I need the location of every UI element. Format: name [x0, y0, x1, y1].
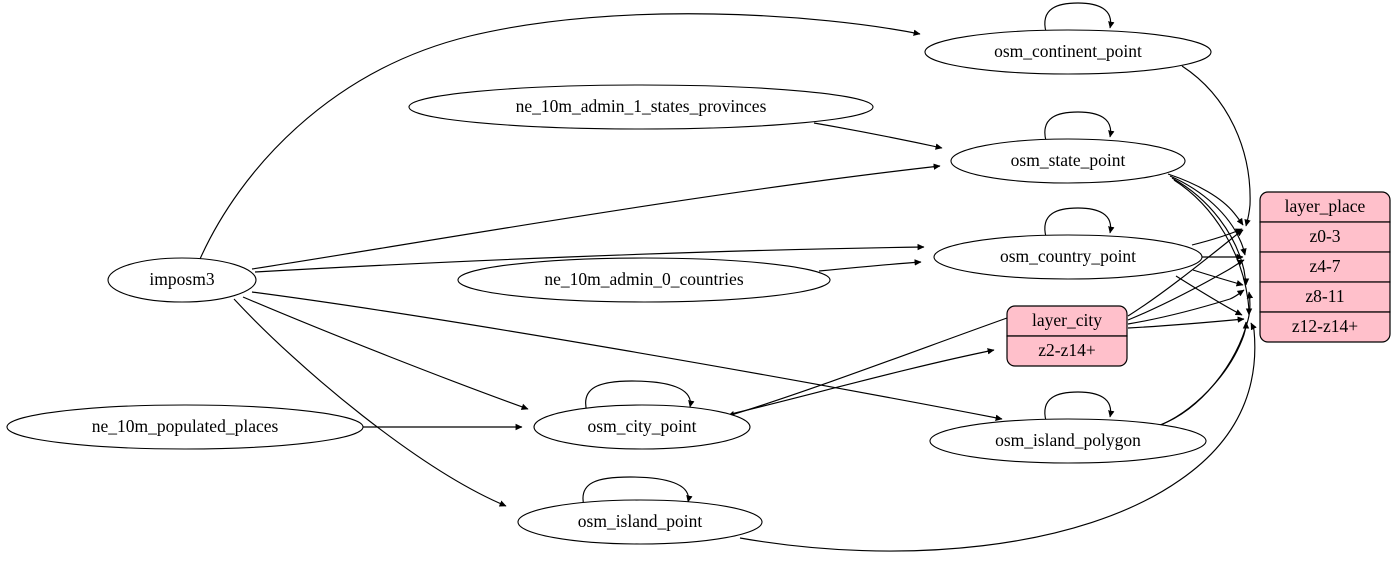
edge-layer_city-to-layer_place-z4-7 [1127, 259, 1245, 321]
node-osm_island_polygon[interactable]: osm_island_polygon [929, 418, 1207, 464]
node-ne_10m_admin_0_countries[interactable]: ne_10m_admin_0_countries [457, 257, 831, 303]
record-layer_city[interactable]: layer_city z2-z14+ [1006, 305, 1128, 367]
edge-layer_city-to-osm_city_point [727, 317, 1008, 418]
record-layer_place-header-cell [1259, 191, 1391, 223]
edge-layer_city-to-layer_place-z0-3 [1127, 229, 1244, 317]
edge-osm_city_point-self-loop [585, 380, 695, 413]
record-layer_place-row-z8-11-cell[interactable] [1259, 281, 1391, 313]
edge-imposm3-to-osm_continent_point [199, 13, 921, 260]
edge-osm_continent_point-to-layer_place-z0-3 [1181, 65, 1251, 227]
record-layer_place[interactable]: layer_place z0-3 z4-7 z8-11 z12-z14+ [1259, 191, 1391, 343]
node-osm_continent_point[interactable]: osm_continent_point [924, 29, 1212, 75]
node-imposm3[interactable]: imposm3 [107, 257, 257, 303]
record-layer_place-row-z12-z14-cell[interactable] [1259, 311, 1391, 343]
edge-osm_island_point-to-layer_place-z12-z14 [739, 322, 1257, 552]
node-ne_10m_populated_places[interactable]: ne_10m_populated_places [6, 404, 364, 450]
edge-layer_city-to-layer_place-z8-11 [1127, 289, 1245, 325]
node-ne_10m_admin_1_states_provinces[interactable]: ne_10m_admin_1_states_provinces [408, 84, 874, 130]
edge-osm_state_point-to-layer_place-z0-3 [1167, 173, 1244, 226]
record-layer_place-row-z0-3-cell[interactable] [1259, 221, 1391, 253]
node-osm_country_point[interactable]: osm_country_point [933, 234, 1203, 280]
edges-layer [199, 2, 1257, 552]
edge-osm_island_polygon-to-layer_place-z12-z14 [1155, 321, 1250, 428]
edge-imposm3-to-osm_island_point [233, 298, 507, 507]
record-layer_place-row-z4-7-cell[interactable] [1259, 251, 1391, 283]
edge-ne_10m_admin_0_countries-to-osm_country_point [818, 259, 922, 272]
edge-imposm3-to-osm_state_point [251, 163, 941, 270]
edge-imposm3-to-osm_city_point [242, 296, 529, 410]
edge-ne_10m_admin_1_states_provinces-to-osm_state_point [813, 122, 943, 150]
record-layer_city-header-cell [1006, 305, 1128, 337]
edge-osm_island_polygon-self-loop [1044, 391, 1115, 422]
edge-osm_country_point-self-loop [1044, 207, 1115, 238]
edge-osm_state_point-to-layer_place-z4-7 [1169, 175, 1247, 256]
edge-osm_city_point-to-layer_city-z2-z14 [730, 348, 995, 415]
nodes-layer: imposm3 ne_10m_admin_1_states_provinces … [6, 29, 1212, 545]
edge-layer_city-to-layer_place-z12-z14 [1127, 316, 1245, 329]
node-osm_city_point[interactable]: osm_city_point [533, 404, 751, 450]
edge-imposm3-to-osm_country_point [254, 243, 925, 273]
edge-imposm3-to-osm_island_polygon [251, 291, 1003, 421]
node-osm_state_point[interactable]: osm_state_point [950, 138, 1186, 184]
edge-osm_country_point-to-layer_place-z12-z14 [1175, 275, 1243, 316]
edge-osm_island_point-self-loop [582, 476, 693, 507]
edge-osm_state_point-self-loop [1044, 111, 1115, 142]
node-osm_island_point[interactable]: osm_island_point [517, 499, 763, 545]
edge-osm_country_point-to-layer_place-z8-11 [1192, 269, 1244, 287]
edge-osm_state_point-to-layer_place-z12-z14 [1173, 179, 1253, 316]
record-layer_city-row-z2-z14-cell[interactable] [1006, 335, 1128, 367]
edge-osm_continent_point-self-loop [1044, 2, 1115, 33]
